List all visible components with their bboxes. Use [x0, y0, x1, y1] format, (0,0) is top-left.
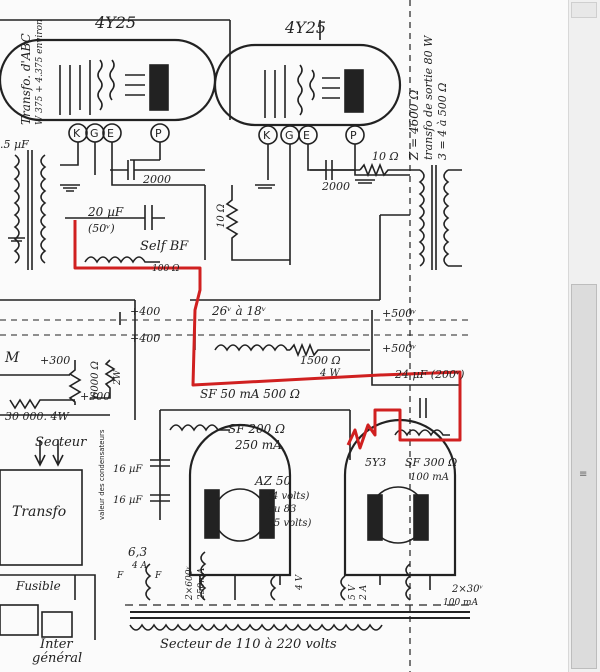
uf16-a-label: 16 µF [113, 464, 143, 475]
v2x30-label: 2×30ᵛ [451, 584, 483, 595]
fusible-label: Fusible [15, 579, 61, 593]
transfo-box-label: Transfo [12, 504, 66, 520]
r100-label: 100 Ω [152, 264, 180, 274]
az50-label: AZ 50 [254, 474, 291, 488]
cap-05-label: .5 µF [0, 138, 29, 151]
res-10-mid: 10 Ω [216, 204, 227, 228]
sf300-label: SF 300 Ω [405, 456, 457, 469]
ma250b-label: 250mA [197, 567, 207, 601]
w4-label: 4 W [319, 368, 341, 379]
f1-label: F [116, 571, 124, 581]
transfo-abc-label: Transfo. d'ABC [19, 33, 33, 125]
pin-p-left: P [155, 127, 162, 140]
v300b-label: +300 [80, 390, 110, 403]
pin-k-right: K [263, 129, 271, 142]
res-10-right: 10 Ω [372, 150, 399, 163]
sf200-label: SF 200 Ω [228, 422, 285, 436]
transfo-sortie-label: transfo de sortie 80 W [422, 34, 435, 160]
tube-label-left: 4Y25 [94, 13, 136, 32]
red-annotation-path [73, 220, 462, 450]
a2-label: 2 A [359, 584, 369, 601]
v26-label: 26ᵛ à 18ᵛ [211, 304, 266, 318]
tube-label-right: 4Y25 [284, 18, 326, 37]
v63-label: 6,3 [128, 545, 147, 559]
pin-g-right: G [285, 129, 294, 142]
z-out-label: Z = 4600 Ω [407, 90, 421, 161]
vertical-note: valeur des condensateurs [98, 429, 106, 520]
pin-p-right: P [350, 129, 357, 142]
v600-label: 2×600ᵛ [185, 566, 195, 601]
cap-2000-right: 2000 [321, 180, 350, 193]
schematic-drawing: 4Y25 4Y25 K G E P K G E P Transfo. d'ABC… [0, 0, 483, 672]
self-bf-label: Self BF [140, 239, 189, 254]
secteur-bottom-label: Secteur de 110 à 220 volts [160, 637, 337, 652]
document-viewer: 4Y25 4Y25 K G E P K G E P Transfo. d'ABC… [0, 0, 484, 672]
pin-k-left: K [73, 127, 81, 140]
cap-2000-left: 2000 [142, 173, 171, 186]
uf16-b-label: 16 µF [113, 495, 143, 506]
grip-icon: ≡ [579, 469, 588, 480]
cap-20uf-label: 20 µF [87, 205, 124, 219]
pin-g-left: G [90, 127, 99, 140]
m-label: M [4, 350, 20, 366]
scroll-up-button[interactable] [571, 2, 597, 18]
cap-24-label: 24 µF (200ᵛ) [394, 368, 464, 381]
f2-label: F [154, 571, 162, 581]
v500b-label: +500ᵛ [382, 342, 416, 355]
transfo-abc-sub: W 375 + 4.375 environ [35, 19, 45, 125]
ma250-label: 250 mA [234, 438, 282, 452]
v5-label: 5 V [348, 583, 358, 600]
az50-5v: (5 volts) [270, 518, 311, 529]
scroll-thumb[interactable]: ≡ [571, 284, 597, 669]
res-30000-label: 30 000. 4W [5, 410, 70, 423]
ma100-label: 100 mA [410, 472, 449, 483]
ma100b-label: 100 mA [443, 598, 479, 608]
v5y3-label: 5Y3 [365, 456, 386, 469]
inter-label: Inter [39, 637, 73, 652]
general-label: général [32, 651, 82, 666]
v400a-label: +400 [130, 305, 160, 318]
az50-volts: (4 volts) [268, 491, 309, 502]
res-1500-label: 1500 Ω [300, 354, 341, 367]
pin-e-left: E [107, 127, 114, 140]
v500a-label: +500ᵛ [382, 307, 416, 320]
vertical-scrollbar[interactable]: ≡ [568, 0, 600, 672]
v400b-label: +400 [130, 332, 160, 345]
w2-label: 2W [113, 369, 123, 386]
res-6000-label: 6000 Ω [90, 361, 101, 398]
sf50-label: SF 50 mA 500 Ω [200, 387, 300, 401]
v300a-label: +300 [40, 354, 70, 367]
cap-50v-label: (50ᵛ) [88, 222, 115, 235]
v4-label: 4 V [295, 573, 305, 591]
impedance-label: 3 = 4 à 500 Ω [436, 83, 449, 160]
a4-label: 4 A [131, 561, 148, 571]
secteur-label: Secteur [35, 435, 87, 450]
az50-ou: ou 83 [268, 504, 296, 515]
pin-e-right: E [303, 129, 310, 142]
